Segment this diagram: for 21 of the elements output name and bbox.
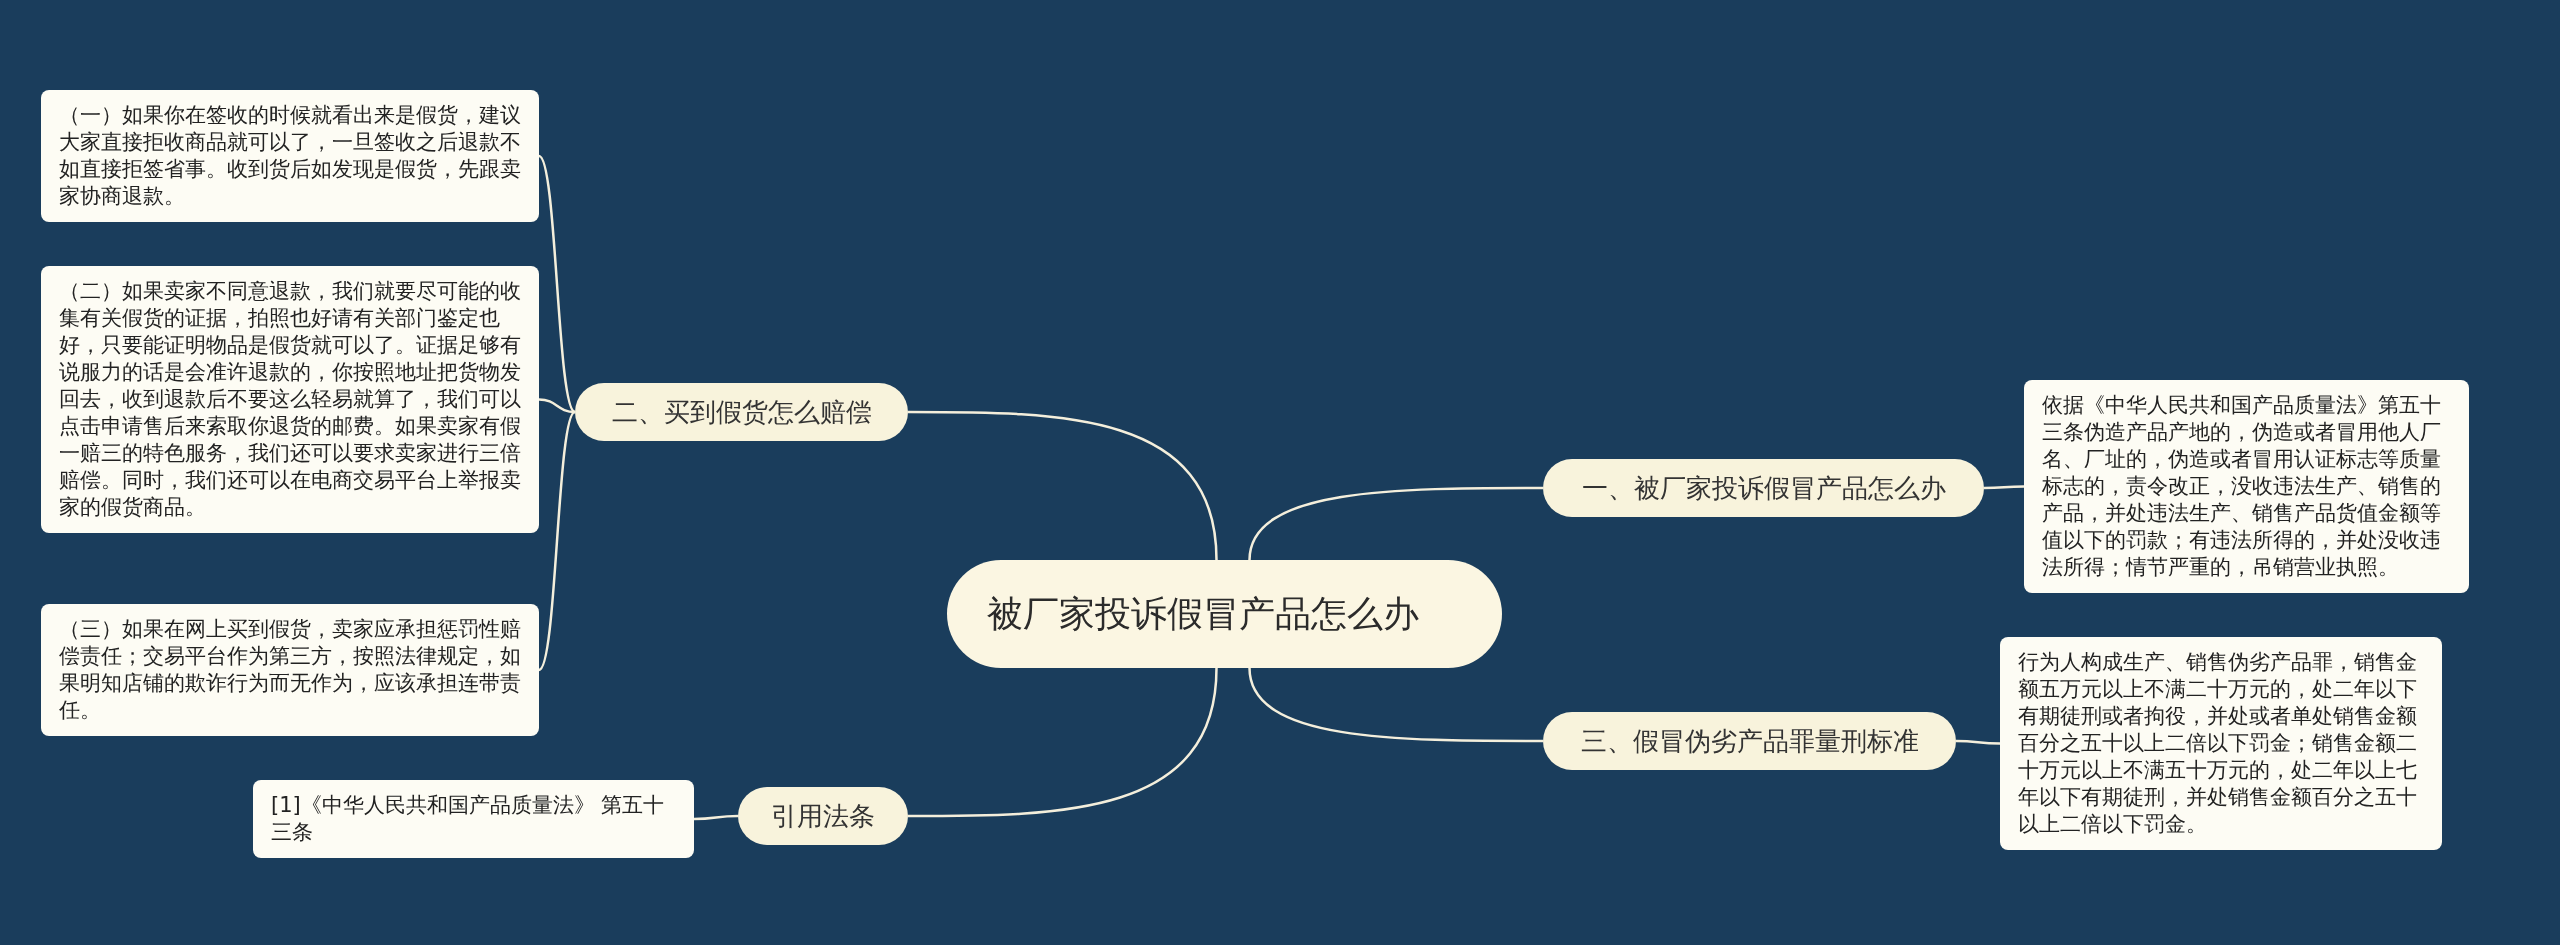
note-card: （二）如果卖家不同意退款，我们就要尽可能的收集有关假货的证据，拍照也好请有关部门鉴定也好，只要能证明物品是假货就可以了。证据足够有说服力的话是会准许退款的，你按照地址把货物发回去，收到退款后不要这么轻易就算了，我们可以点击申请售后来索取你退货的邮费。如果卖家有假一赔三的特色服务，我们还可以要求卖家进行三倍赔偿。同时，我们还可以在电商交易平台上举报卖家的假货商品。 <box>41 266 539 533</box>
note-card: [1]《中华人民共和国产品质量法》 第五十三条 <box>253 780 694 858</box>
central-topic: 被厂家投诉假冒产品怎么办 <box>947 560 1502 668</box>
connector-line <box>538 398 576 414</box>
note-card: （三）如果在网上买到假货，卖家应承担惩罚性赔偿责任；交易平台作为第三方，按照法律规定，如果明知店铺的欺诈行为而无作为，应该承担连带责任。 <box>41 604 539 736</box>
branch-topic: 三、假冒伪劣产品罪量刑标准 <box>1543 712 1956 770</box>
branch-topic: 二、买到假货怎么赔偿 <box>575 383 908 441</box>
note-card: 行为人构成生产、销售伪劣产品罪，销售金额五万元以上不满二十万元的，处二年以下有期徒刑或者拘役，并处或者单处销售金额百分之五十以上二倍以下罚金；销售金额二十万元以上不满五十万元的，处二年以上七年以下有期徒刑，并处销售金额百分之五十以上二倍以下罚金。 <box>2000 637 2442 850</box>
connector-line <box>694 814 738 821</box>
connector-line <box>908 667 1218 818</box>
connector-line <box>1248 667 1543 743</box>
note-card: （一）如果你在签收的时候就看出来是假货，建议大家直接拒收商品就可以了，一旦签收之后退款不如直接拒签省事。收到货后如发现是假货，先跟卖家协商退款。 <box>41 90 539 222</box>
branch-topic: 一、被厂家投诉假冒产品怎么办 <box>1543 459 1984 517</box>
connector-line <box>1248 486 1543 561</box>
connector-line <box>908 410 1218 561</box>
note-card: 依据《中华人民共和国产品质量法》第五十三条伪造产品产地的，伪造或者冒用他人厂名、厂址的，伪造或者冒用认证标志等质量标志的，责令改正，没收违法生产、销售的产品，并处违法生产、销售产品货值金额等值以下的罚款；有违法所得的，并处没收违法所得；情节严重的，吊销营业执照。 <box>2024 380 2469 593</box>
connector-line <box>1984 485 2024 490</box>
connector-line <box>1956 739 2000 745</box>
connector-line <box>538 411 576 671</box>
connector-line <box>538 155 576 413</box>
branch-topic: 引用法条 <box>738 787 908 845</box>
